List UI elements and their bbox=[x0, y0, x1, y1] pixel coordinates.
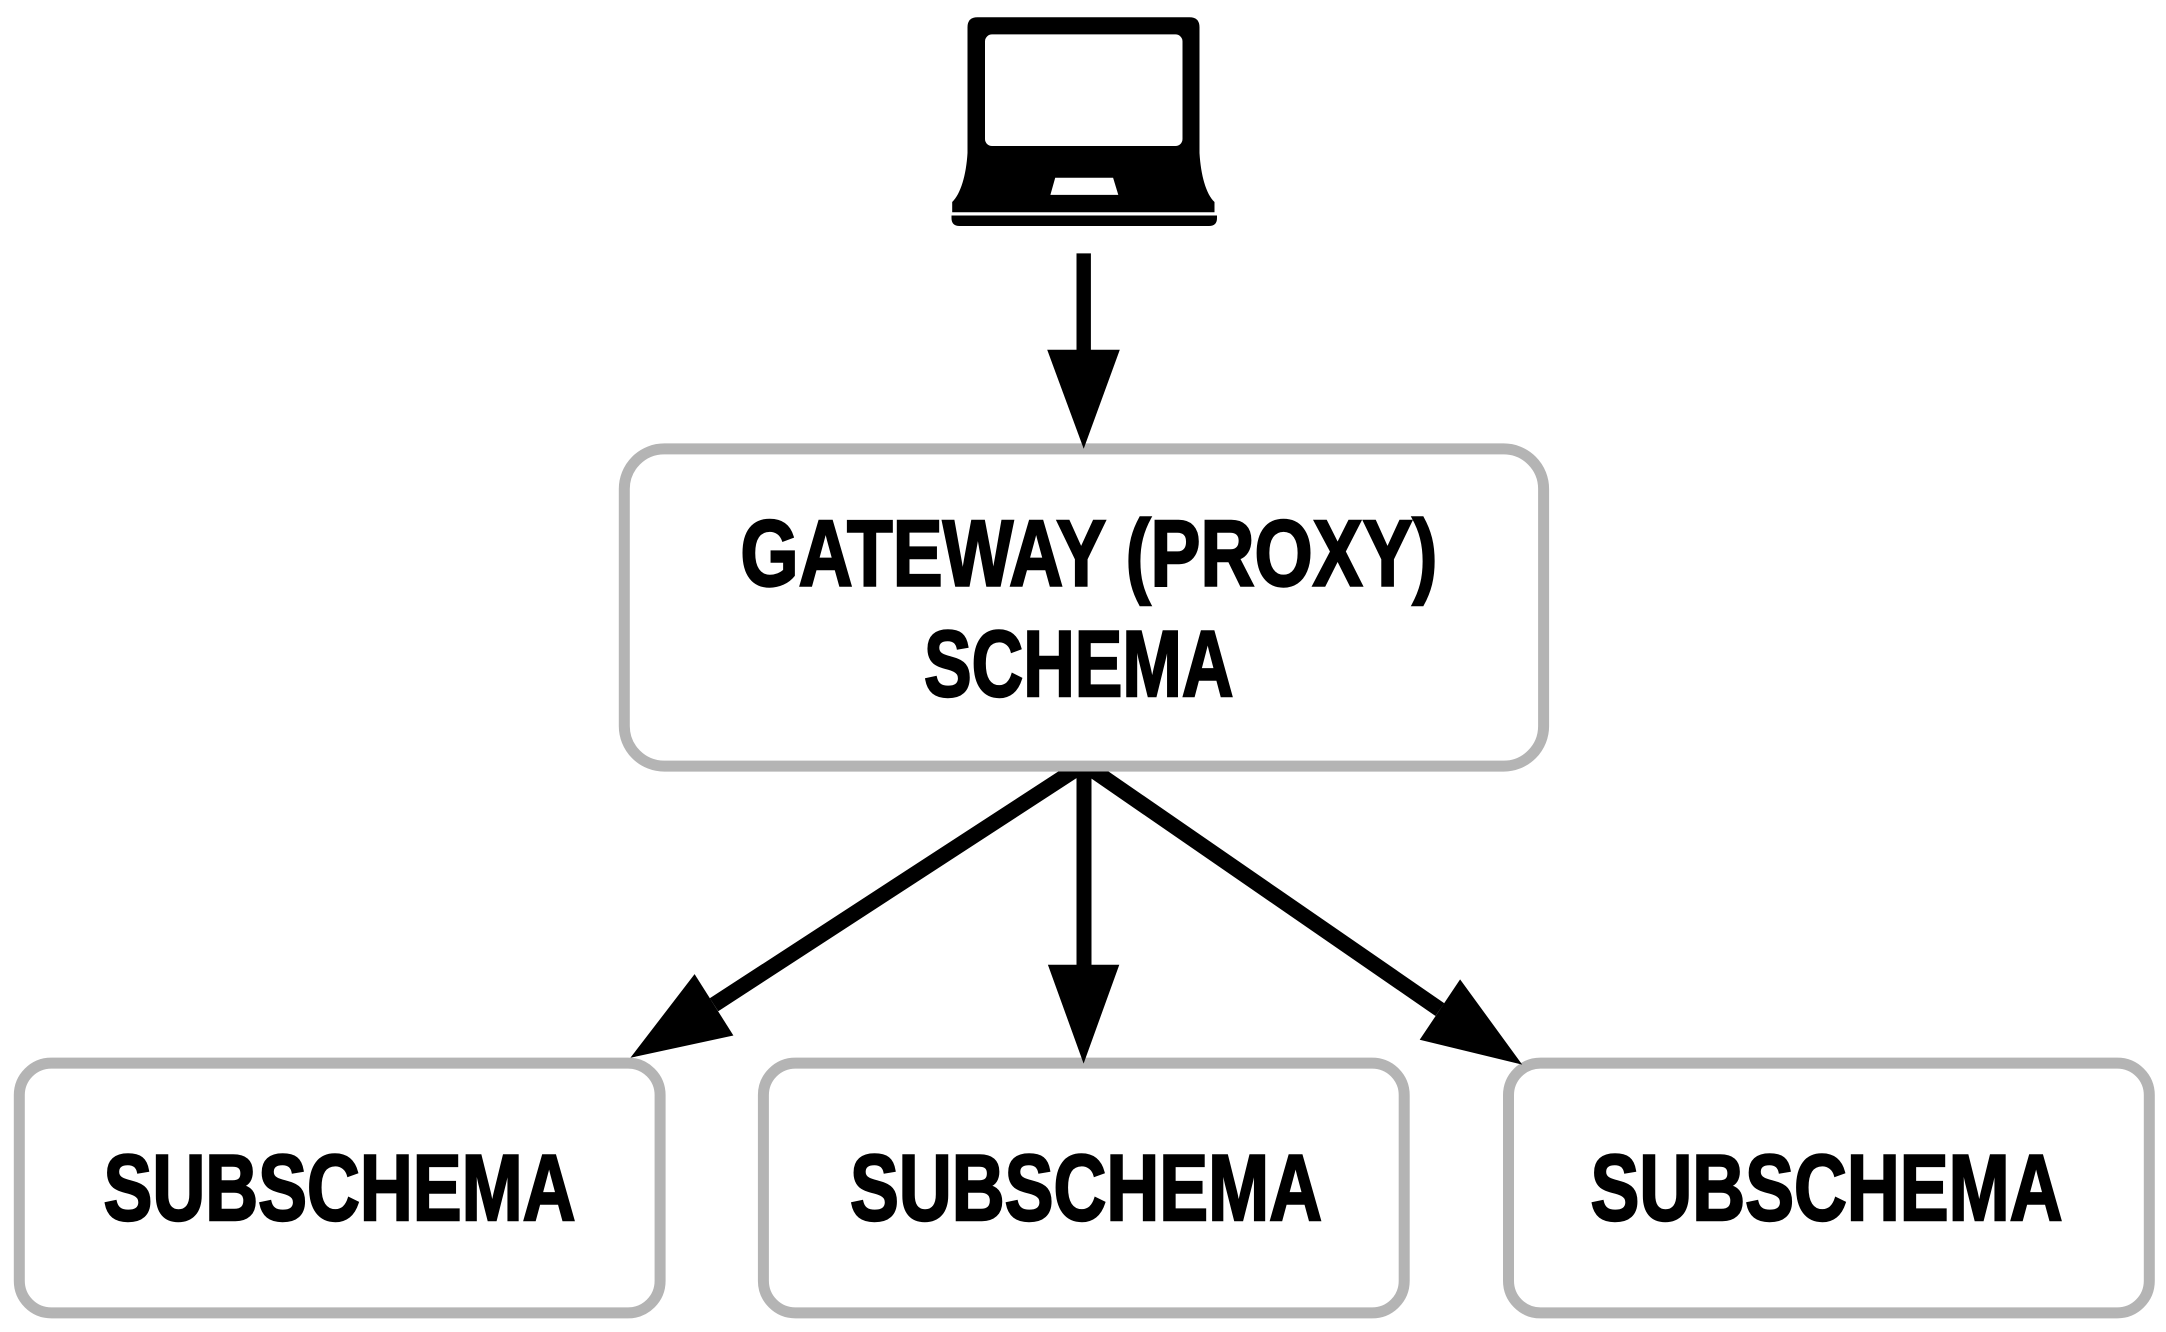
svg-text:SUBSCHEMA: SUBSCHEMA bbox=[104, 1135, 576, 1240]
svg-text:SCHEMA: SCHEMA bbox=[924, 611, 1234, 716]
svg-text:GATEWAY (PROXY): GATEWAY (PROXY) bbox=[740, 500, 1437, 605]
svg-text:SUBSCHEMA: SUBSCHEMA bbox=[1591, 1135, 2063, 1240]
svg-text:SUBSCHEMA: SUBSCHEMA bbox=[850, 1135, 1322, 1240]
